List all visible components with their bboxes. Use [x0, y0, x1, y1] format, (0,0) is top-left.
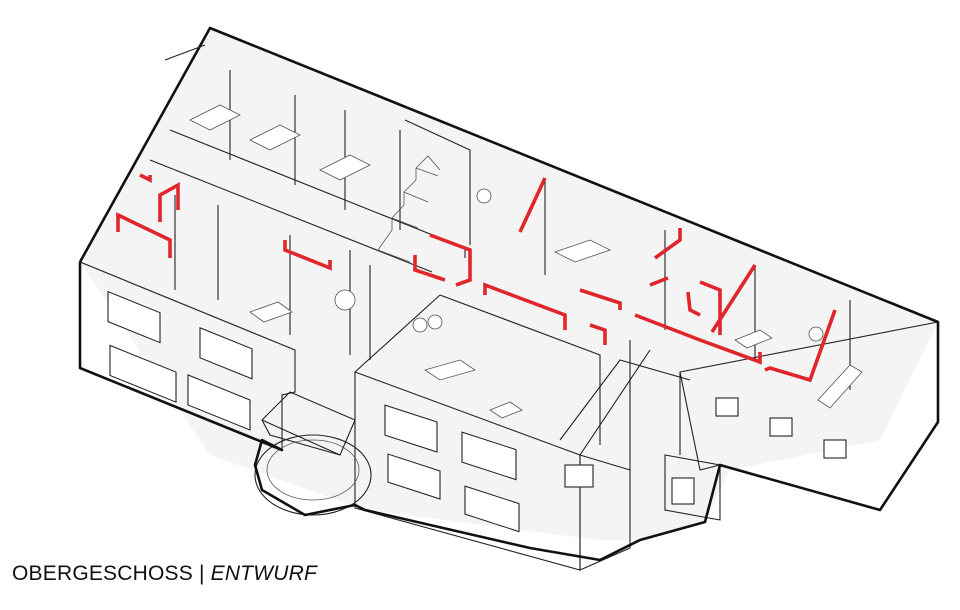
new-walls [116, 173, 837, 383]
caption-separator: | [198, 562, 205, 585]
status-label: ENTWURF [210, 562, 317, 585]
building-outline [78, 26, 940, 562]
floor-label: OBERGESCHOSS [12, 562, 193, 585]
staircase [377, 155, 441, 263]
facade-stair-tower [664, 454, 721, 521]
furniture [189, 104, 863, 419]
round-bay [254, 391, 372, 516]
drawing-caption: OBERGESCHOSS|ENTWURF [12, 562, 317, 586]
windows [107, 290, 847, 533]
facade-wing [579, 454, 631, 571]
